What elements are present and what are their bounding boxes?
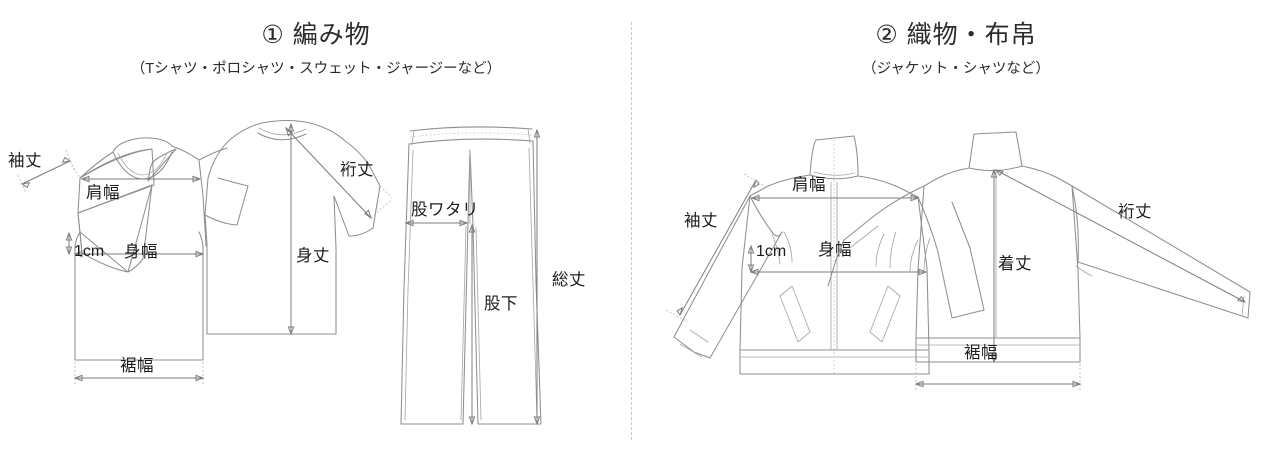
panel-knit: ① 編み物 （Tシャツ・ポロシャツ・スウェット・ジャージーなど） bbox=[0, 0, 632, 461]
label-jacket-body-width: 身幅 bbox=[818, 241, 852, 259]
tshirt-side-illustration bbox=[204, 119, 393, 336]
woven-heading: ② 織物・布帛 （ジャケット・シャツなど） bbox=[632, 21, 1280, 78]
label-tshirt-hem-width: 裾幅 bbox=[120, 357, 154, 375]
label-pants-total-length: 総丈 bbox=[552, 271, 586, 289]
label-jacket-yuki-length: 裄丈 bbox=[1118, 203, 1152, 221]
label-tshirt-one-cm: 1cm bbox=[74, 243, 105, 260]
label-jacket-shoulder-width: 肩幅 bbox=[792, 176, 826, 194]
label-tshirt-shoulder-width: 肩幅 bbox=[86, 184, 120, 202]
label-tshirt-body-length: 身丈 bbox=[296, 247, 330, 265]
label-jacket-sleeve-length: 袖丈 bbox=[684, 212, 718, 230]
jacket-back-illustration bbox=[827, 131, 1251, 392]
jacket-front-illustration bbox=[665, 135, 985, 375]
label-tshirt-sleeve-length: 袖丈 bbox=[8, 152, 42, 170]
knit-heading: ① 編み物 （Tシャツ・ポロシャツ・スウェット・ジャージーなど） bbox=[0, 21, 632, 78]
label-pants-inseam: 股下 bbox=[484, 295, 518, 313]
label-pants-thigh-width: 股ワタリ bbox=[411, 201, 479, 219]
pants-illustration bbox=[400, 126, 542, 426]
label-jacket-hem-width: 裾幅 bbox=[964, 344, 998, 362]
knit-subtitle: （Tシャツ・ポロシャツ・スウェット・ジャージーなど） bbox=[130, 60, 502, 77]
panel-woven: ② 織物・布帛 （ジャケット・シャツなど） bbox=[632, 0, 1280, 461]
label-tshirt-yuki-length: 裄丈 bbox=[340, 161, 374, 179]
panel-divider bbox=[631, 22, 632, 440]
label-jacket-garment-length: 着丈 bbox=[998, 255, 1032, 273]
knit-title: ① 編み物 bbox=[261, 21, 371, 49]
woven-subtitle: （ジャケット・シャツなど） bbox=[862, 60, 1050, 77]
tshirt-front-illustration bbox=[17, 137, 228, 386]
label-tshirt-body-width: 身幅 bbox=[124, 243, 158, 261]
woven-title: ② 織物・布帛 bbox=[875, 21, 1037, 49]
label-jacket-one-cm: 1cm bbox=[756, 243, 787, 260]
